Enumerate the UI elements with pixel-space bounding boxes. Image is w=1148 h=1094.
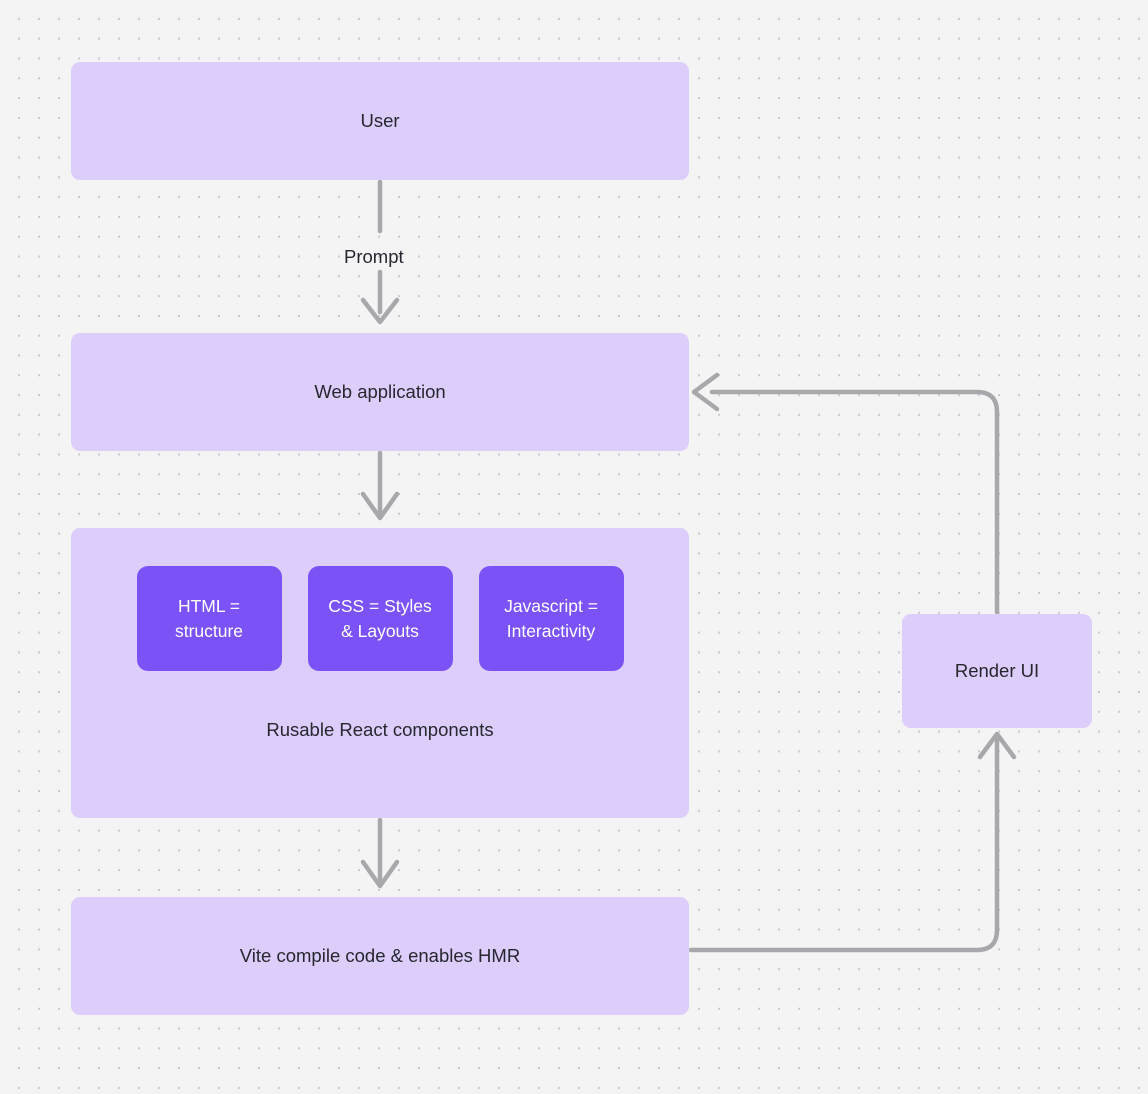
node-components-container[interactable]: HTML = structure CSS = Styles & Layouts …: [71, 528, 689, 818]
node-render-ui-label: Render UI: [954, 659, 1040, 681]
edge-vite-to-render: [688, 731, 1017, 953]
chip-html-line1: HTML =: [177, 595, 241, 616]
chip-css-line2: & Layouts: [341, 620, 419, 641]
chip-css[interactable]: CSS = Styles & Layouts: [307, 566, 453, 671]
component-chip-row: HTML = structure CSS = Styles & Layouts …: [71, 566, 689, 671]
node-vite[interactable]: Vite compile code & enables HMR: [71, 897, 689, 1015]
chip-javascript-line1: Javascript =: [504, 595, 598, 616]
node-vite-label: Vite compile code & enables HMR: [239, 944, 521, 966]
chip-html-line2: structure: [174, 620, 244, 641]
chip-html[interactable]: HTML = structure: [136, 566, 282, 671]
node-render-ui[interactable]: Render UI: [902, 614, 1092, 728]
chip-javascript-line2: Interactivity: [506, 620, 596, 641]
node-web-application-label: Web application: [314, 380, 446, 402]
edge-render-to-web: [691, 372, 1000, 615]
node-web-application[interactable]: Web application: [71, 333, 689, 451]
edge-web-to-components: [360, 450, 400, 521]
edge-label-prompt: Prompt: [344, 246, 404, 267]
node-user-label: User: [360, 109, 400, 131]
chip-javascript[interactable]: Javascript = Interactivity: [478, 566, 624, 671]
components-caption: Rusable React components: [266, 719, 494, 740]
chip-css-line1: CSS = Styles: [328, 595, 432, 616]
edge-components-to-vite: [360, 817, 400, 889]
node-user[interactable]: User: [71, 62, 689, 180]
